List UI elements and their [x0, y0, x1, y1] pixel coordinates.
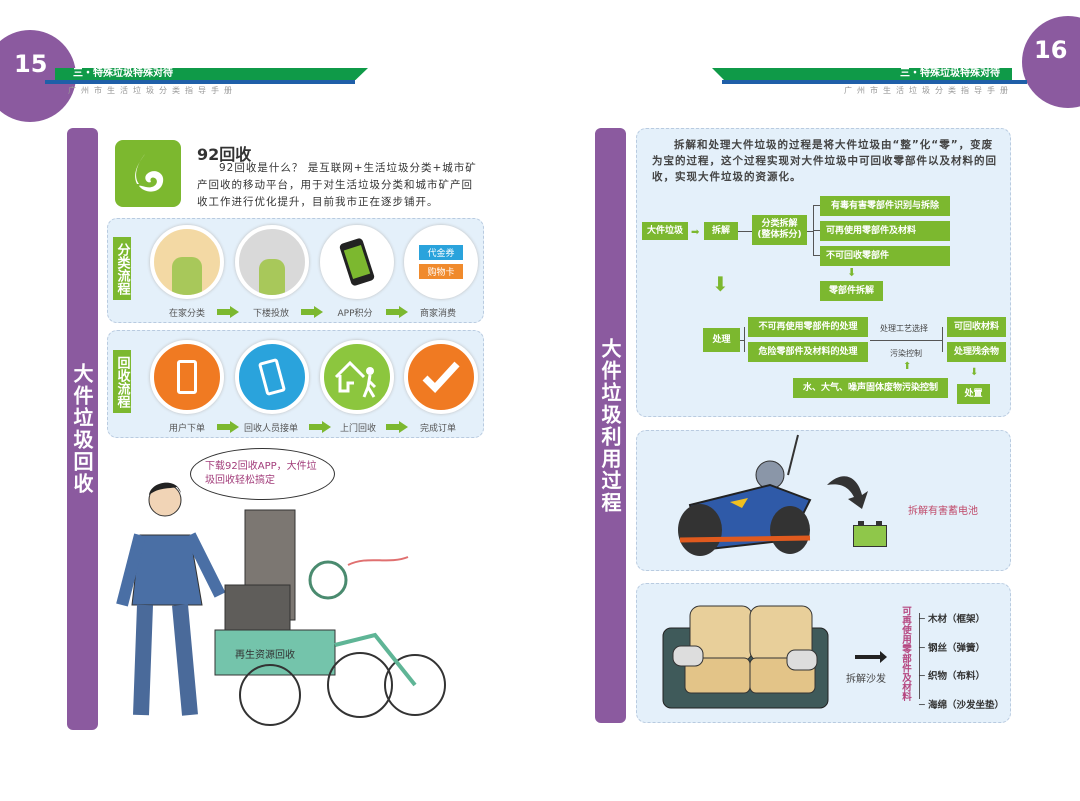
- pollution-control-label: 污染控制: [890, 349, 922, 358]
- process-select-label: 处理工艺选择: [880, 324, 928, 333]
- arrow-right-icon: ➡: [691, 227, 700, 238]
- flow-residue: 处理残余物: [947, 342, 1006, 362]
- speech-text: 下载92回收APP，大件垃圾回收轻松搞定: [205, 461, 317, 486]
- step-label: 商家消费: [419, 309, 456, 319]
- arrow-right-icon: [386, 421, 408, 433]
- connector-line: [870, 340, 942, 341]
- step-label: APP积分: [337, 309, 373, 319]
- chapter-banner: 三・特殊垃圾特殊对待: [712, 68, 1012, 80]
- flow-reusable-parts: 可再使用零部件及材料: [820, 221, 950, 241]
- bracket-line: [919, 613, 920, 699]
- material-item: ─ 钢丝（弹簧）: [919, 642, 986, 654]
- app-description: 92回收是什么？ 是互联网+生活垃圾分类+城市矿产回收的移动平台，用于对生活垃圾…: [197, 162, 477, 208]
- checkmark-icon: [404, 340, 478, 414]
- sorting-flow-label: 分类流程: [113, 237, 131, 300]
- downstairs-disposal-illustration: [235, 225, 309, 299]
- arrow-right-icon: [217, 306, 239, 318]
- handbook-subtitle: 广州市生活垃圾分类指导手册: [68, 86, 237, 95]
- sofa-caption: 拆解沙发: [846, 674, 886, 685]
- flow-classify: 分类拆解 (整体拆分): [752, 215, 807, 245]
- page-number: 15: [14, 50, 48, 78]
- flow-env-control: 水、大气、噪声固体废物污染控制: [793, 378, 948, 398]
- curved-arrow-icon: [827, 476, 868, 509]
- step-label: 用户下单: [168, 424, 205, 434]
- page-number: 16: [1034, 36, 1068, 64]
- recycle-flow-label: 回收流程: [113, 350, 131, 413]
- flow-dismantle: 拆解: [704, 222, 738, 240]
- connector-line: [740, 340, 744, 341]
- merchant-spending-illustration: 代金券 购物卡: [404, 225, 478, 299]
- home-sorting-illustration: [150, 225, 224, 299]
- arrow-up-icon: ⬆: [903, 361, 912, 372]
- connector-line: [744, 327, 745, 352]
- connector-line: [813, 230, 820, 231]
- step-label: 下楼投放: [252, 309, 289, 319]
- accept-order-icon: [235, 340, 309, 414]
- voucher-tag: 代金券: [419, 245, 463, 260]
- reusable-group-label: 可再使用零部件及材料: [900, 606, 911, 701]
- 92-recycle-logo-icon: [115, 140, 181, 207]
- banner-stripe: [45, 80, 355, 84]
- material-item: ─ 织物（布料）: [919, 671, 986, 682]
- connector-line: [738, 231, 752, 232]
- flow-recyclable-material: 可回收材料: [947, 317, 1006, 337]
- user-order-icon: [150, 340, 224, 414]
- connector-line: [813, 255, 820, 256]
- step-label: 在家分类: [168, 309, 205, 319]
- man-with-tricycle-illustration: 再生资源回收: [116, 482, 446, 726]
- connector-line: [942, 327, 943, 352]
- chapter-banner: 三・特殊垃圾特殊对待: [55, 68, 368, 80]
- process-flow-panel: [636, 128, 1011, 417]
- step-label: 完成订单: [419, 424, 456, 434]
- flow-parts-dismantle: 零部件拆解: [820, 281, 883, 301]
- arrow-right-icon: [855, 651, 887, 663]
- page-number-badge: 16: [1022, 16, 1080, 108]
- side-title: 大件垃圾回收: [67, 128, 98, 730]
- sofa-illustration: [662, 605, 829, 709]
- intro-text: 拆解和处理大件垃圾的过程是将大件垃圾由“整”化“零”，变废为宝的过程，这个过程实…: [652, 139, 997, 183]
- side-title: 大件垃圾利用过程: [595, 128, 626, 723]
- shopping-card-tag: 购物卡: [419, 264, 463, 279]
- connector-line: [813, 205, 820, 206]
- battery-icon: [853, 521, 887, 547]
- handbook-subtitle: 广州市生活垃圾分类指导手册: [844, 86, 1013, 95]
- big-arrow-down-icon: ⬇: [712, 272, 729, 296]
- app-points-phone-icon: [320, 225, 394, 299]
- flow-bulky-waste: 大件垃圾: [642, 222, 688, 240]
- step-label: 上门回收: [339, 424, 376, 434]
- material-item: ─ 海绵（沙发坐垫）: [919, 699, 1005, 711]
- arrow-down-icon: ⬇: [970, 367, 979, 378]
- arrow-down-icon: ⬇: [847, 266, 857, 279]
- flow-toxic-parts: 有毒有害零部件识别与拆除: [820, 196, 950, 216]
- material-item: ─ 木材（框架）: [919, 614, 986, 625]
- cart-sign: 再生资源回收: [235, 648, 295, 661]
- battery-caption: 拆解有害蓄电池: [908, 506, 978, 517]
- arrow-right-icon: [301, 306, 323, 318]
- step-label: 回收人员接单: [243, 424, 298, 434]
- flow-nonrecyclable-parts: 不可回收零部件: [820, 246, 950, 266]
- arrow-right-icon: [217, 421, 239, 433]
- arrow-right-icon: [386, 306, 408, 318]
- connector-line: [807, 231, 813, 232]
- flow-nonreusable-process: 不可再使用零部件的处理: [748, 317, 868, 337]
- flow-hazard-process: 危险零部件及材料的处理: [748, 342, 868, 362]
- arrow-right-icon: [309, 421, 331, 433]
- banner-stripe: [722, 80, 1027, 84]
- app-title: 92回收: [197, 145, 252, 164]
- door-pickup-icon: [320, 340, 394, 414]
- flow-process: 处理: [703, 328, 740, 352]
- go-kart-illustration: [678, 434, 812, 556]
- sofa-material-list: ─ 木材（框架） ─ 钢丝（弹簧） ─ 织物（布料） ─ 海绵（沙发坐垫）: [919, 606, 1004, 720]
- speech-bubble: 下载92回收APP，大件垃圾回收轻松搞定: [190, 448, 335, 500]
- flow-disposal: 处置: [957, 384, 990, 404]
